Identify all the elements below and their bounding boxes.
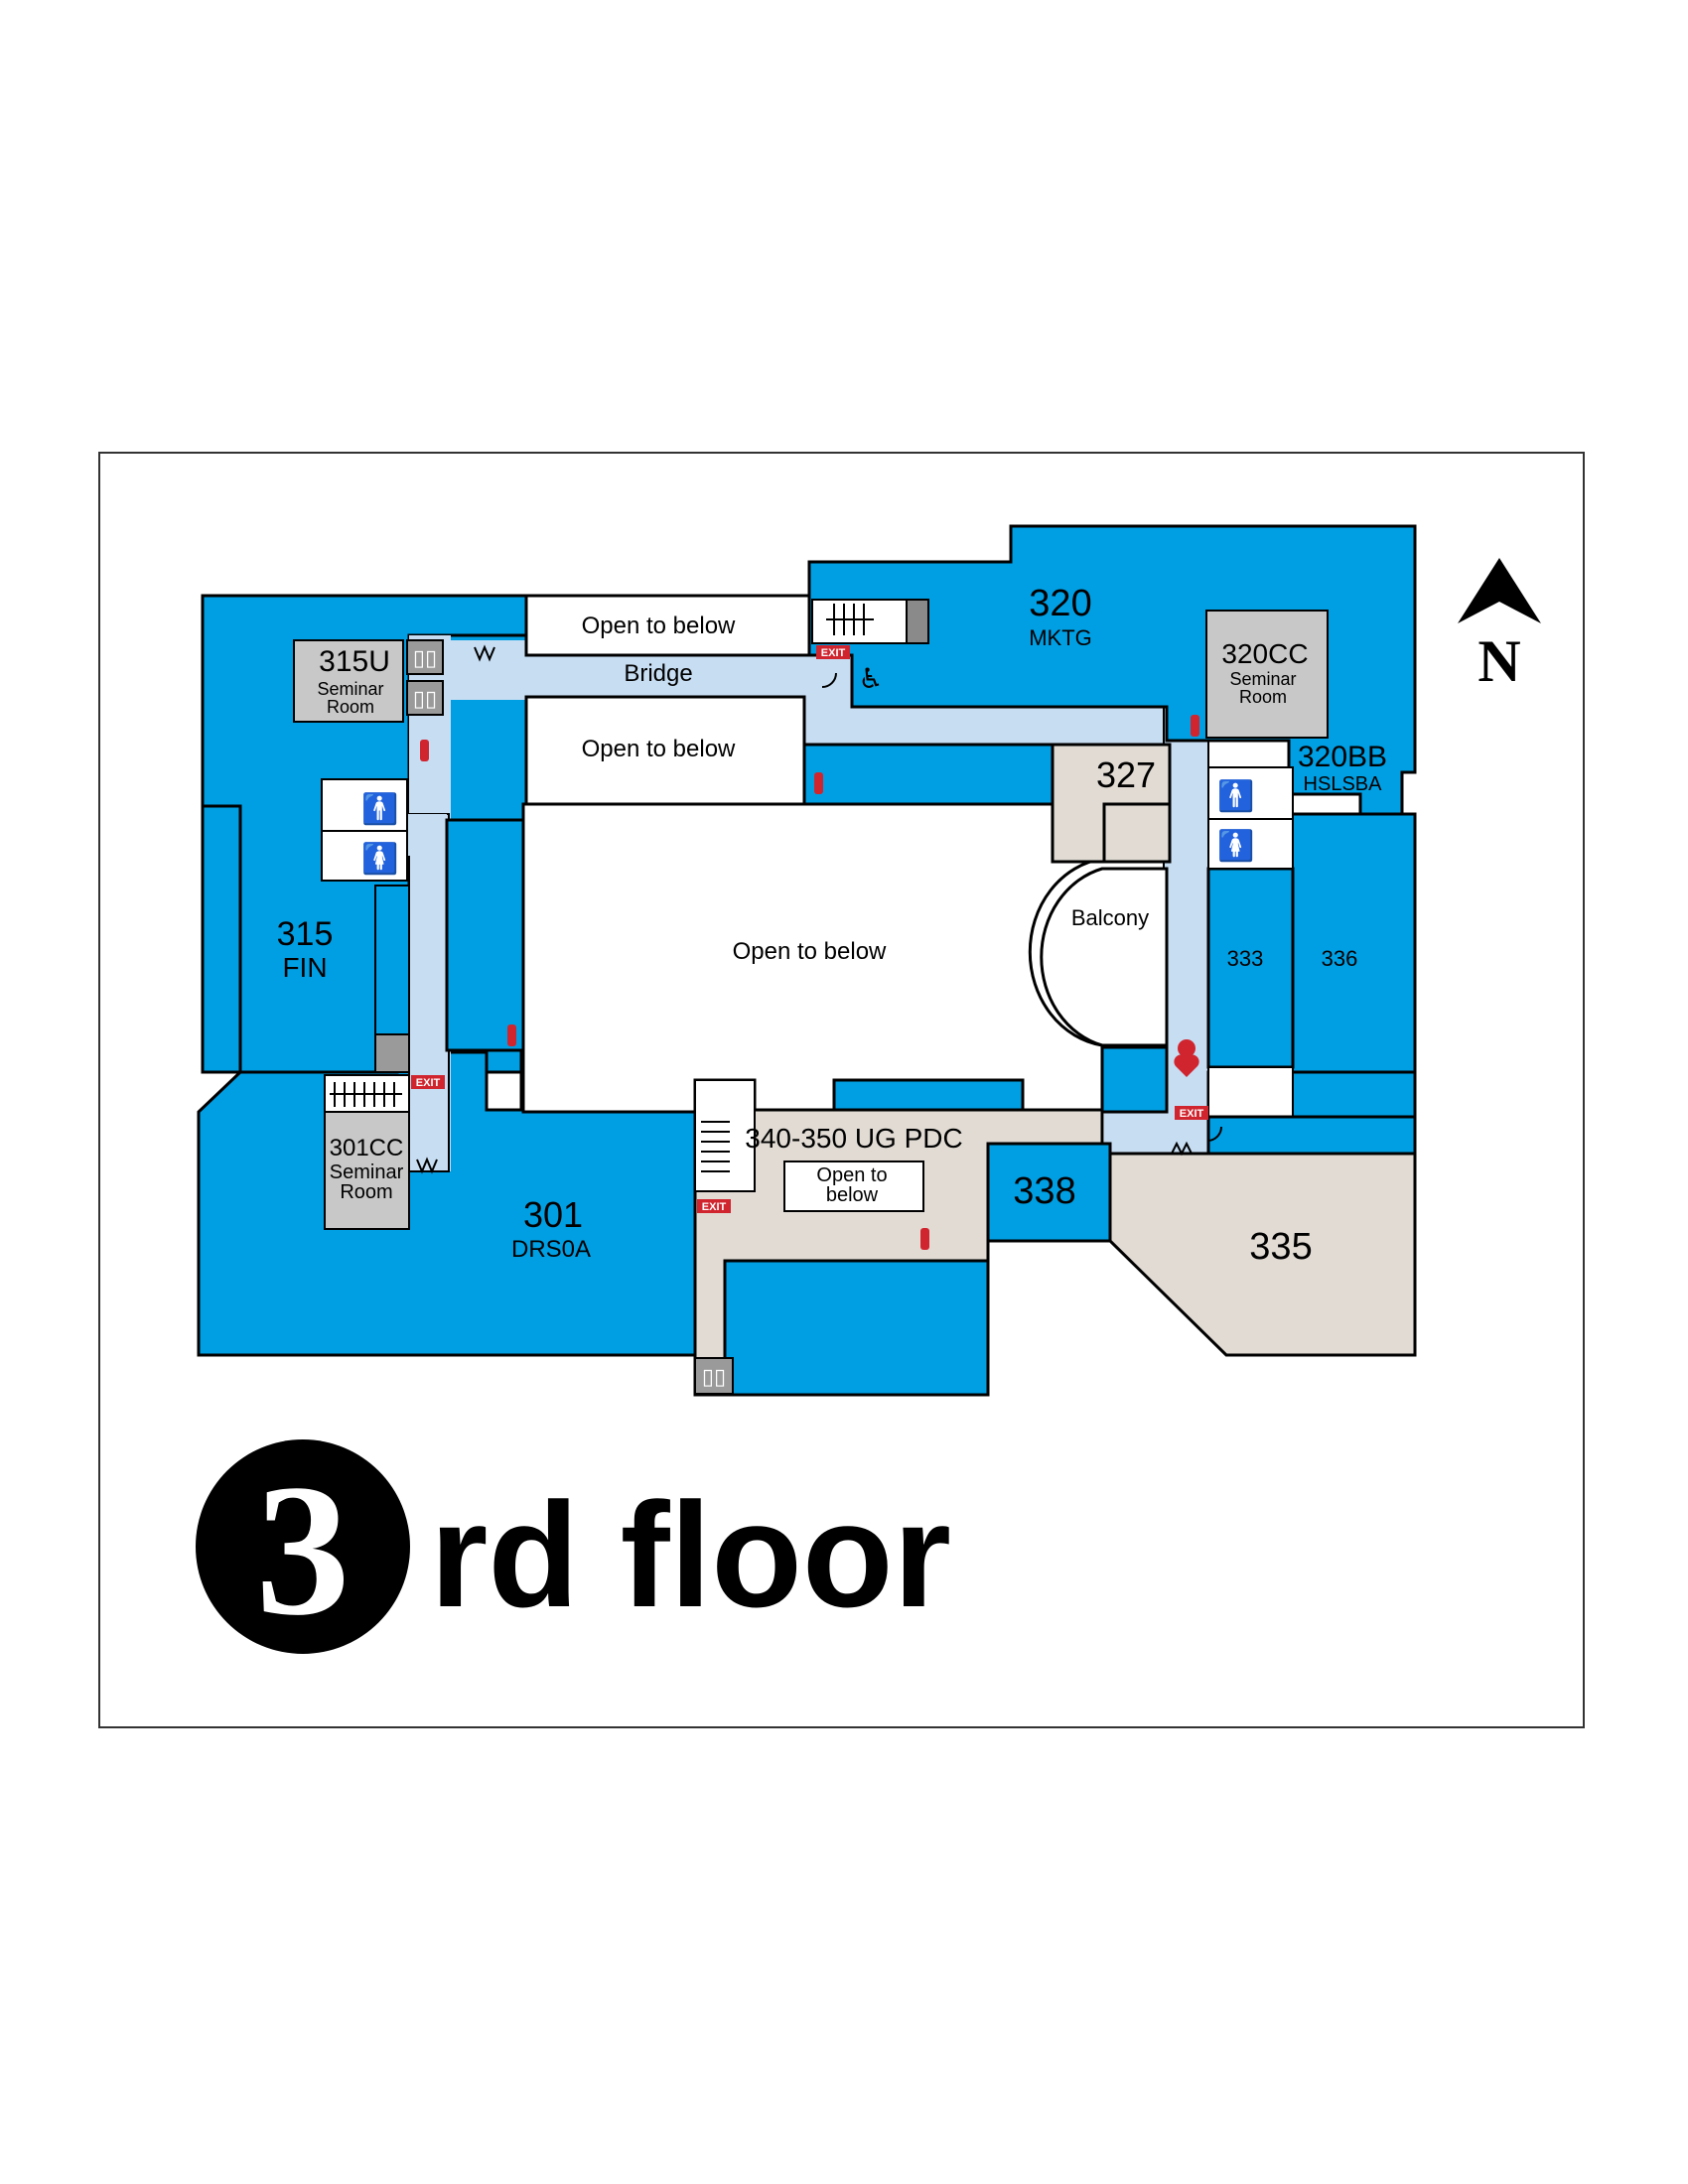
bridge-label: Bridge — [624, 660, 692, 687]
exit-sign: EXIT — [411, 1075, 445, 1089]
room-320 — [807, 524, 1417, 816]
exit-sign: EXIT — [816, 645, 850, 659]
open-to-below-pdc — [783, 1160, 924, 1212]
room-320cc-number: 320CC — [1221, 638, 1308, 669]
exit-sign: EXIT — [697, 1199, 731, 1213]
room-338 — [986, 1142, 1112, 1243]
elevator-icon — [406, 639, 444, 675]
stairs-lines — [826, 604, 874, 635]
room-315-sub: FIN — [282, 952, 327, 983]
room-333 — [1206, 867, 1295, 1069]
restroom-icon: 🚹 — [1217, 778, 1254, 813]
room-315u-number: 315U — [319, 645, 390, 678]
room-301cc — [324, 1111, 410, 1230]
wheelchair-icon: ♿ — [858, 663, 883, 694]
open-to-below-pdc-label-2: below — [826, 1184, 879, 1206]
room-315u-sub2: Room — [327, 697, 374, 717]
center-outline — [521, 802, 1104, 1114]
room-pdc-south — [723, 1259, 990, 1397]
floor-number-badge — [196, 1439, 410, 1654]
room-301cc-sub1: Seminar — [330, 1161, 404, 1183]
balcony — [1040, 867, 1169, 1047]
stairs-icon — [1207, 1066, 1294, 1118]
room-301cc-sub2: Room — [340, 1181, 392, 1203]
room-320bb-sub: HSLSBA — [1304, 773, 1383, 795]
elevator-glyph: ▯▯ — [413, 686, 437, 711]
svg-text:EXIT: EXIT — [1180, 1108, 1204, 1120]
door-icon — [416, 644, 1222, 1174]
svg-text:EXIT: EXIT — [702, 1201, 727, 1213]
north-arrow-icon — [1458, 558, 1541, 623]
aed-icon — [1174, 1039, 1199, 1077]
room-338-number: 338 — [1013, 1170, 1075, 1212]
open-to-below-mid — [524, 695, 806, 806]
room-315-number: 315 — [277, 915, 334, 953]
room-333-number: 333 — [1227, 946, 1264, 971]
elevator-block-north — [906, 599, 929, 644]
svg-text:EXIT: EXIT — [416, 1077, 441, 1089]
elevator-icon — [694, 1357, 734, 1395]
room-north-mid — [802, 743, 1055, 806]
restroom-icon: 🚺 — [361, 841, 398, 876]
elevator-glyph: ▯▯ — [413, 645, 437, 670]
exit-sign: EXIT — [1175, 1106, 1208, 1120]
room-335 — [1108, 1152, 1417, 1357]
restroom-women-west — [321, 830, 408, 882]
compass-label: N — [1477, 628, 1520, 694]
room-320-sub: MKTG — [1029, 625, 1092, 650]
room-327-notch — [1102, 802, 1172, 864]
room-327-number: 327 — [1096, 754, 1156, 795]
stairs-lines — [701, 1121, 730, 1172]
room-315u — [293, 639, 404, 723]
room-320-number: 320 — [1029, 583, 1091, 624]
room-301-sub: DRS0A — [511, 1236, 591, 1263]
room-301-number: 301 — [523, 1194, 583, 1235]
room-335-number: 335 — [1249, 1226, 1312, 1268]
room-320cc-sub2: Room — [1239, 687, 1287, 707]
svg-text:EXIT: EXIT — [821, 647, 846, 659]
room-327-fill — [1055, 748, 1167, 802]
room-336-number: 336 — [1322, 946, 1358, 971]
open-to-below-pdc-label-1: Open to — [816, 1164, 887, 1186]
restroom-east-2 — [1207, 818, 1294, 870]
open-to-below-center-label: Open to below — [733, 938, 887, 965]
room-301cc-number: 301CC — [330, 1135, 404, 1161]
room-320cc — [1205, 610, 1329, 739]
open-to-below-mid-label: Open to below — [582, 736, 736, 762]
stairs-icon — [811, 599, 908, 644]
elevator-icon — [406, 680, 444, 716]
balcony-label: Balcony — [1071, 905, 1149, 930]
floor-number: 3 — [256, 1446, 351, 1655]
room-315u-sub1: Seminar — [317, 679, 383, 699]
room-320bb-number: 320BB — [1298, 741, 1387, 773]
stairs-lines — [330, 1082, 402, 1107]
open-to-below-top-label: Open to below — [582, 613, 736, 639]
restroom-icon: 🚺 — [1217, 828, 1254, 863]
restroom-icon: 🚹 — [361, 791, 398, 826]
elevator-glyph: ▯▯ — [702, 1364, 726, 1389]
floor-title: rd floor — [430, 1471, 951, 1638]
room-east-strip — [1206, 1115, 1417, 1159]
room-340-350-label: 340-350 UG PDC — [745, 1123, 962, 1154]
restroom-east-1 — [1207, 766, 1294, 820]
fire-extinguisher-icon — [420, 715, 1199, 1250]
map-frame — [98, 452, 1585, 1728]
room-320cc-sub1: Seminar — [1229, 669, 1296, 689]
room-west-inner — [445, 818, 525, 1052]
open-to-below-top — [524, 594, 811, 657]
room-aed-area — [1100, 1045, 1169, 1114]
room-315-strip — [374, 885, 410, 1035]
corridor-west-inner — [408, 813, 450, 1172]
elevator-block-west — [374, 1033, 410, 1073]
stairs-icon — [694, 1079, 756, 1192]
